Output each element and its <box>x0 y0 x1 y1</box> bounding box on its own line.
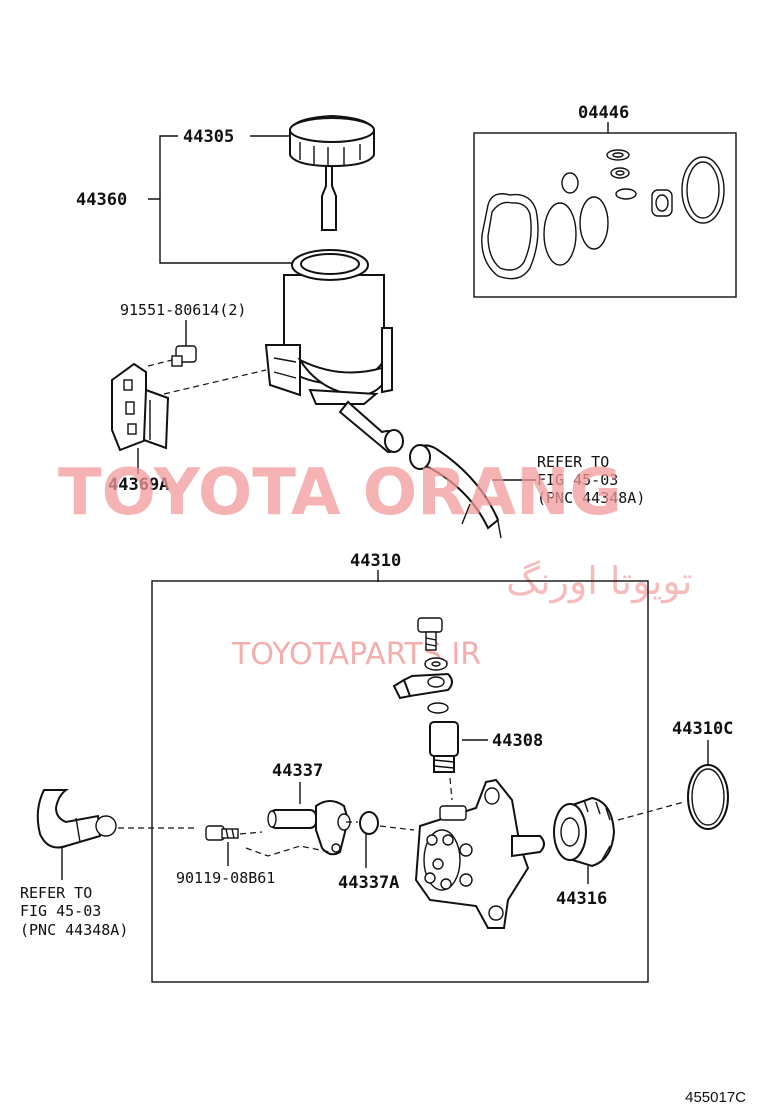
pump-assembly-frame <box>151 580 649 983</box>
refer-top-line2: FIG 45-03 <box>537 471 618 489</box>
refer-bottom-line2: FIG 45-03 <box>20 902 101 920</box>
label-90119-08b61: 90119-08B61 <box>176 869 275 887</box>
flow-control-valve <box>429 721 459 773</box>
reservoir-cap <box>289 114 375 231</box>
label-04446: 04446 <box>578 103 629 123</box>
refer-bottom-line3: (PNC 44348A) <box>20 921 128 939</box>
figure-code: 455017C <box>685 1089 746 1106</box>
reservoir-tank <box>264 249 404 454</box>
bracket-44369a <box>111 362 170 452</box>
watermark-brand: TOYOTA ORANG <box>58 456 622 530</box>
union-fitting <box>392 672 453 700</box>
pulley-44316 <box>553 796 616 868</box>
label-44308: 44308 <box>492 731 543 751</box>
oring-44337a <box>359 811 379 835</box>
label-44310: 44310 <box>350 551 401 571</box>
refer-top-line3: (PNC 44348A) <box>537 489 645 507</box>
refer-top-line1: REFER TO <box>537 453 609 471</box>
seal-kit-frame <box>473 132 737 298</box>
union-44337 <box>267 800 351 856</box>
label-44310c: 44310C <box>672 719 733 739</box>
label-91551-80614: 91551-80614(2) <box>120 301 246 319</box>
label-44369a: 44369A <box>108 475 169 495</box>
bolt-90119 <box>205 825 239 841</box>
label-44305: 44305 <box>183 127 234 147</box>
label-44337a: 44337A <box>338 873 399 893</box>
gasket-bottom <box>427 702 449 714</box>
pump-body <box>414 778 545 929</box>
union-bolt-top <box>417 617 443 651</box>
suction-hose <box>36 789 117 849</box>
label-44360: 44360 <box>76 190 127 210</box>
label-44337: 44337 <box>272 761 323 781</box>
refer-bottom-line1: REFER TO <box>20 884 92 902</box>
label-44316: 44316 <box>556 889 607 909</box>
return-hose <box>409 444 502 539</box>
seal-kit-rings <box>481 149 725 280</box>
bolt-91551 <box>171 345 197 367</box>
